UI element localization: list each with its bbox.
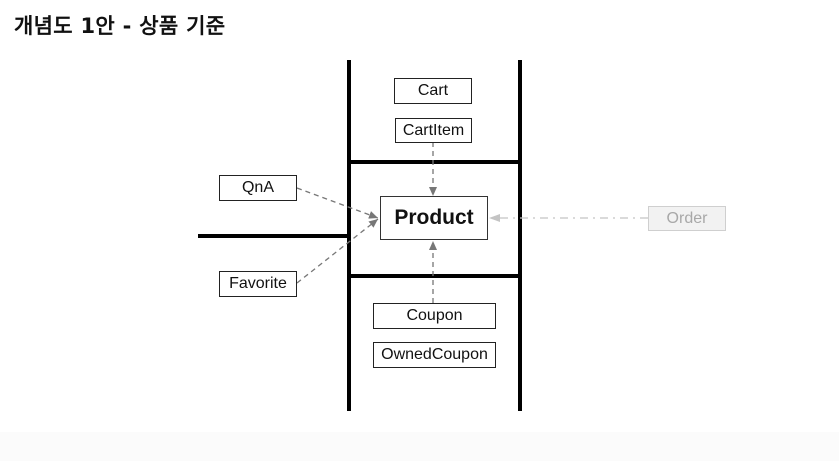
entity-ownedcoupon[interactable]: OwnedCoupon — [373, 342, 496, 368]
entity-favorite[interactable]: Favorite — [219, 271, 297, 297]
entity-qna[interactable]: QnA — [219, 175, 297, 201]
entity-coupon[interactable]: Coupon — [373, 303, 496, 329]
entity-cartitem[interactable]: CartItem — [395, 118, 472, 143]
entity-order[interactable]: Order — [648, 206, 726, 231]
entity-cart[interactable]: Cart — [394, 78, 472, 104]
entity-product[interactable]: Product — [380, 196, 488, 240]
footer-band — [0, 432, 839, 461]
page-title: 개념도 1안 - 상품 기준 — [14, 14, 226, 38]
arrow-favorite-product — [296, 218, 379, 284]
arrow-qna-product — [296, 187, 379, 219]
